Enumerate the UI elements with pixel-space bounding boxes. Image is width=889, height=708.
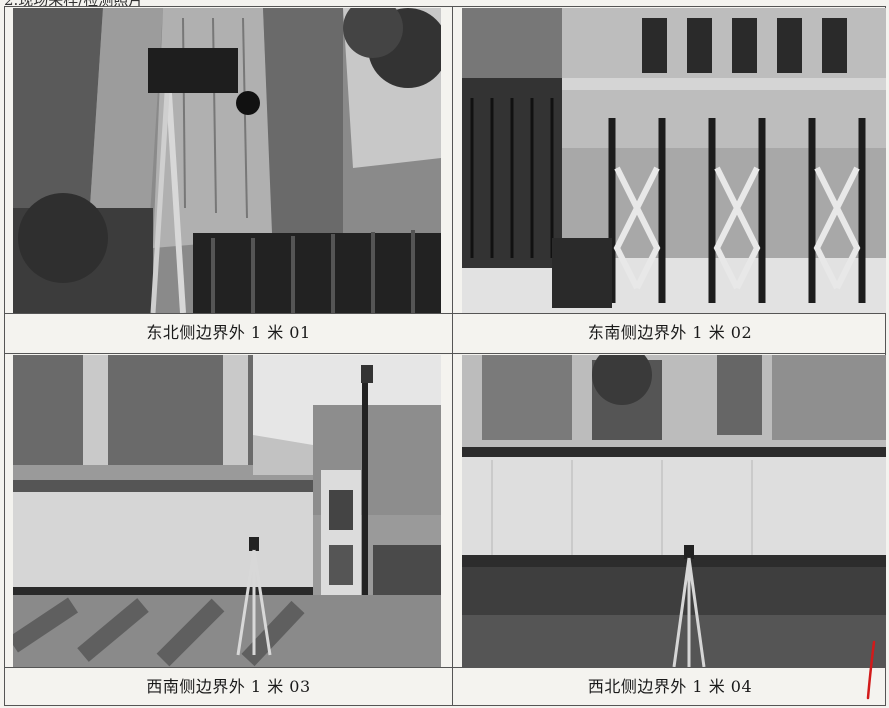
caption-northwest: 西北侧边界外 1 米 04 <box>587 677 753 696</box>
section-heading: 2.现场采样/检测照片 <box>4 0 144 9</box>
photo-northwest <box>462 355 886 667</box>
photo-southeast <box>462 8 886 313</box>
red-pen-mark <box>866 640 876 700</box>
table-divider-row2-photo <box>5 667 885 668</box>
table-divider-vertical <box>452 7 453 705</box>
caption-southwest: 西南侧边界外 1 米 03 <box>146 677 311 696</box>
photo-southwest <box>13 355 441 667</box>
table-divider-row-middle <box>5 353 885 354</box>
photo-table: 东北侧边界外 1 米 01 <box>4 6 886 706</box>
table-divider-row1-photo <box>5 313 885 314</box>
photo-northeast <box>13 8 441 313</box>
caption-northeast: 东北侧边界外 1 米 01 <box>146 323 311 342</box>
caption-southeast: 东南侧边界外 1 米 02 <box>587 323 753 342</box>
